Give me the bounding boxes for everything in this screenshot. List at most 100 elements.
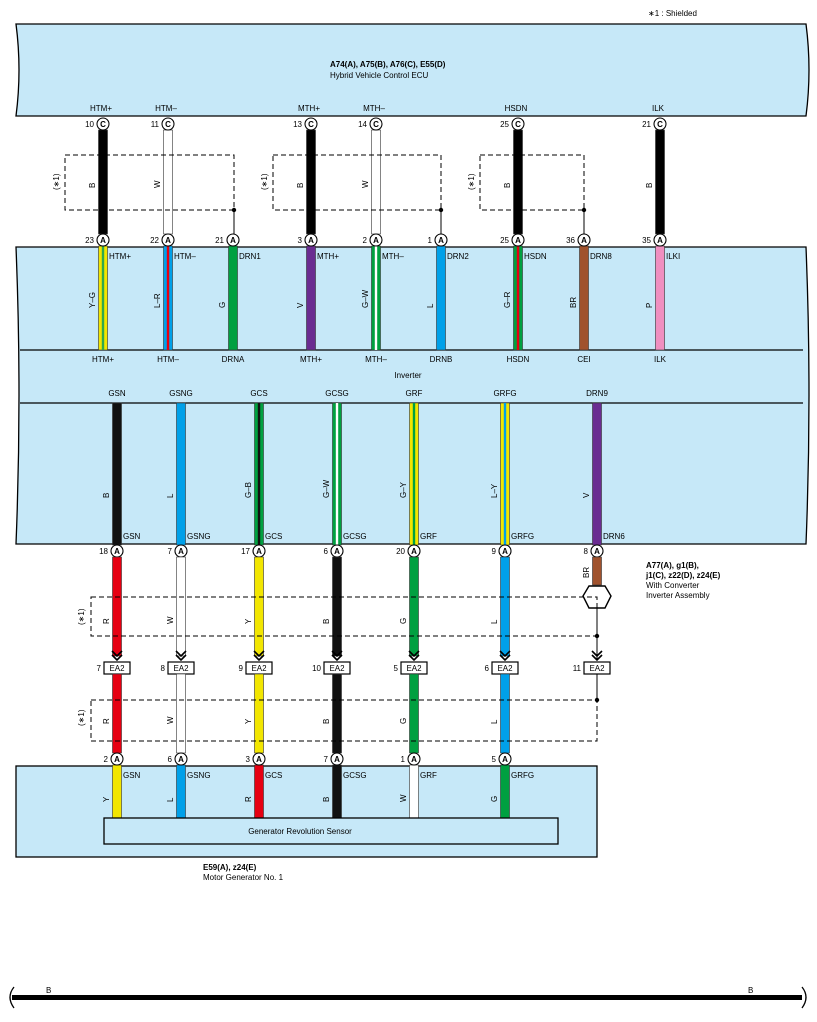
motor-generator-pin <box>407 752 421 766</box>
harness-wire <box>332 556 342 657</box>
motor-generator-pin-number: 3 <box>246 755 251 764</box>
generator-wire <box>500 402 510 546</box>
sensor-wire <box>409 764 419 819</box>
wire-color-code: Y–G <box>88 292 97 308</box>
wire-body <box>228 245 238 351</box>
pin-connector-letter: A <box>178 755 184 764</box>
inverter-terminal-name: MTH+ <box>300 355 322 364</box>
wire-body <box>409 764 419 819</box>
inverter-assembly-id: j1(C), z22(D), z24(E) <box>645 571 721 580</box>
ecu-pin <box>369 117 383 131</box>
ecu-pin-number: 13 <box>293 120 302 129</box>
wire-color-code: Y <box>244 618 253 624</box>
wire-body <box>513 129 523 235</box>
inverter-terminal-name: GSNG <box>169 389 193 398</box>
inverter-top-wire <box>436 245 446 351</box>
ecu-pin <box>511 117 525 131</box>
motor-generator-pin-number: 1 <box>401 755 406 764</box>
connector-label: EA2 <box>406 664 422 673</box>
drain-junction <box>594 633 600 639</box>
ecu-pin-number: 21 <box>642 120 651 129</box>
ecu-link-wire <box>655 129 665 235</box>
ecu-pin <box>96 117 110 131</box>
pin-connector-letter: A <box>308 236 314 245</box>
connector-pin-number: 9 <box>239 664 244 673</box>
connector-pin-number: 8 <box>161 664 166 673</box>
wire-body <box>592 402 602 546</box>
ecu-pin-name: ILK <box>652 104 665 113</box>
ecu-pin-name: HTM+ <box>90 104 112 113</box>
inverter-top-pin <box>96 233 110 247</box>
inverter-top-wire <box>371 245 381 351</box>
ecu-id: A74(A), A75(B), A76(C), E55(D) <box>330 60 446 69</box>
motor-generator-pin <box>498 752 512 766</box>
pin-connector-letter: A <box>256 755 262 764</box>
wire-stripe <box>257 403 261 545</box>
connector-chevron <box>175 650 187 662</box>
pin-connector-letter: A <box>594 547 600 556</box>
wire-body <box>655 129 665 235</box>
wire-color-code: W <box>361 180 370 188</box>
inverter-pin-number: 2 <box>363 236 368 245</box>
wire-color-code: B <box>322 719 331 724</box>
shield-note: ∗1 : Shielded <box>648 9 697 18</box>
inverter-signal-name: DRN6 <box>603 532 625 541</box>
motor-generator-signal-name: GRFG <box>511 771 534 780</box>
inverter-top-wire <box>98 245 108 351</box>
inverter-pin-number: 22 <box>150 236 159 245</box>
ea2-connector <box>103 650 131 675</box>
motor-generator-pin <box>330 752 344 766</box>
wire-color-code: V <box>296 302 305 308</box>
harness-wire <box>500 556 510 657</box>
wire-color-code: L <box>490 619 499 624</box>
inverter-terminal-name: GCSG <box>325 389 349 398</box>
inverter-signal-name: GSN <box>123 532 141 541</box>
pin-connector-letter: A <box>657 236 663 245</box>
inverter-pin-number: 35 <box>642 236 651 245</box>
inverter-pin-number: 23 <box>85 236 94 245</box>
connector-label: EA2 <box>329 664 345 673</box>
inverter-signal-name: HTM+ <box>109 252 131 261</box>
inverter-signal-name: HTM– <box>174 252 196 261</box>
wire-stripe <box>503 403 507 545</box>
connector-chevron <box>111 650 123 662</box>
inverter-label: Inverter <box>394 371 421 380</box>
wire-stripe <box>374 246 378 350</box>
harness-wire <box>254 556 264 657</box>
inverter-signal-name: DRN1 <box>239 252 261 261</box>
wire-stripe <box>335 403 339 545</box>
wire-body <box>306 129 316 235</box>
pin-connector-letter: A <box>502 547 508 556</box>
wire-body <box>655 245 665 351</box>
pin-connector-letter: A <box>515 236 521 245</box>
wire-color-code: R <box>102 718 111 724</box>
ecu-link-wire <box>163 129 173 235</box>
pin-connector-letter: A <box>114 755 120 764</box>
wire-color-code: L <box>166 797 175 802</box>
inverter-pin-number: 36 <box>566 236 575 245</box>
inverter-terminal-name: DRNB <box>430 355 453 364</box>
wire-body <box>592 556 602 586</box>
inverter-top-pin <box>434 233 448 247</box>
wire-body <box>371 129 381 235</box>
inverter-signal-name: MTH– <box>382 252 404 261</box>
bus-label-right: B <box>748 986 753 995</box>
wire-color-code: G <box>399 718 408 724</box>
ecu-pin-number: 25 <box>500 120 509 129</box>
wire-body <box>176 764 186 819</box>
wire-body <box>112 556 122 657</box>
pin-connector-letter: A <box>411 755 417 764</box>
connector-pin-number: 11 <box>573 664 582 673</box>
wire-color-code: W <box>153 180 162 188</box>
connector-label: EA2 <box>251 664 267 673</box>
shield-label: (∗1) <box>77 709 86 726</box>
connector-chevron <box>331 650 343 662</box>
wire-stripe <box>101 246 105 350</box>
motor-generator-pin-number: 7 <box>324 755 329 764</box>
pin-connector-letter: A <box>581 236 587 245</box>
motor-generator-signal-name: GCS <box>265 771 282 780</box>
pin-connector-letter: A <box>334 547 340 556</box>
drain-junction <box>438 207 444 213</box>
wire-body <box>163 129 173 235</box>
